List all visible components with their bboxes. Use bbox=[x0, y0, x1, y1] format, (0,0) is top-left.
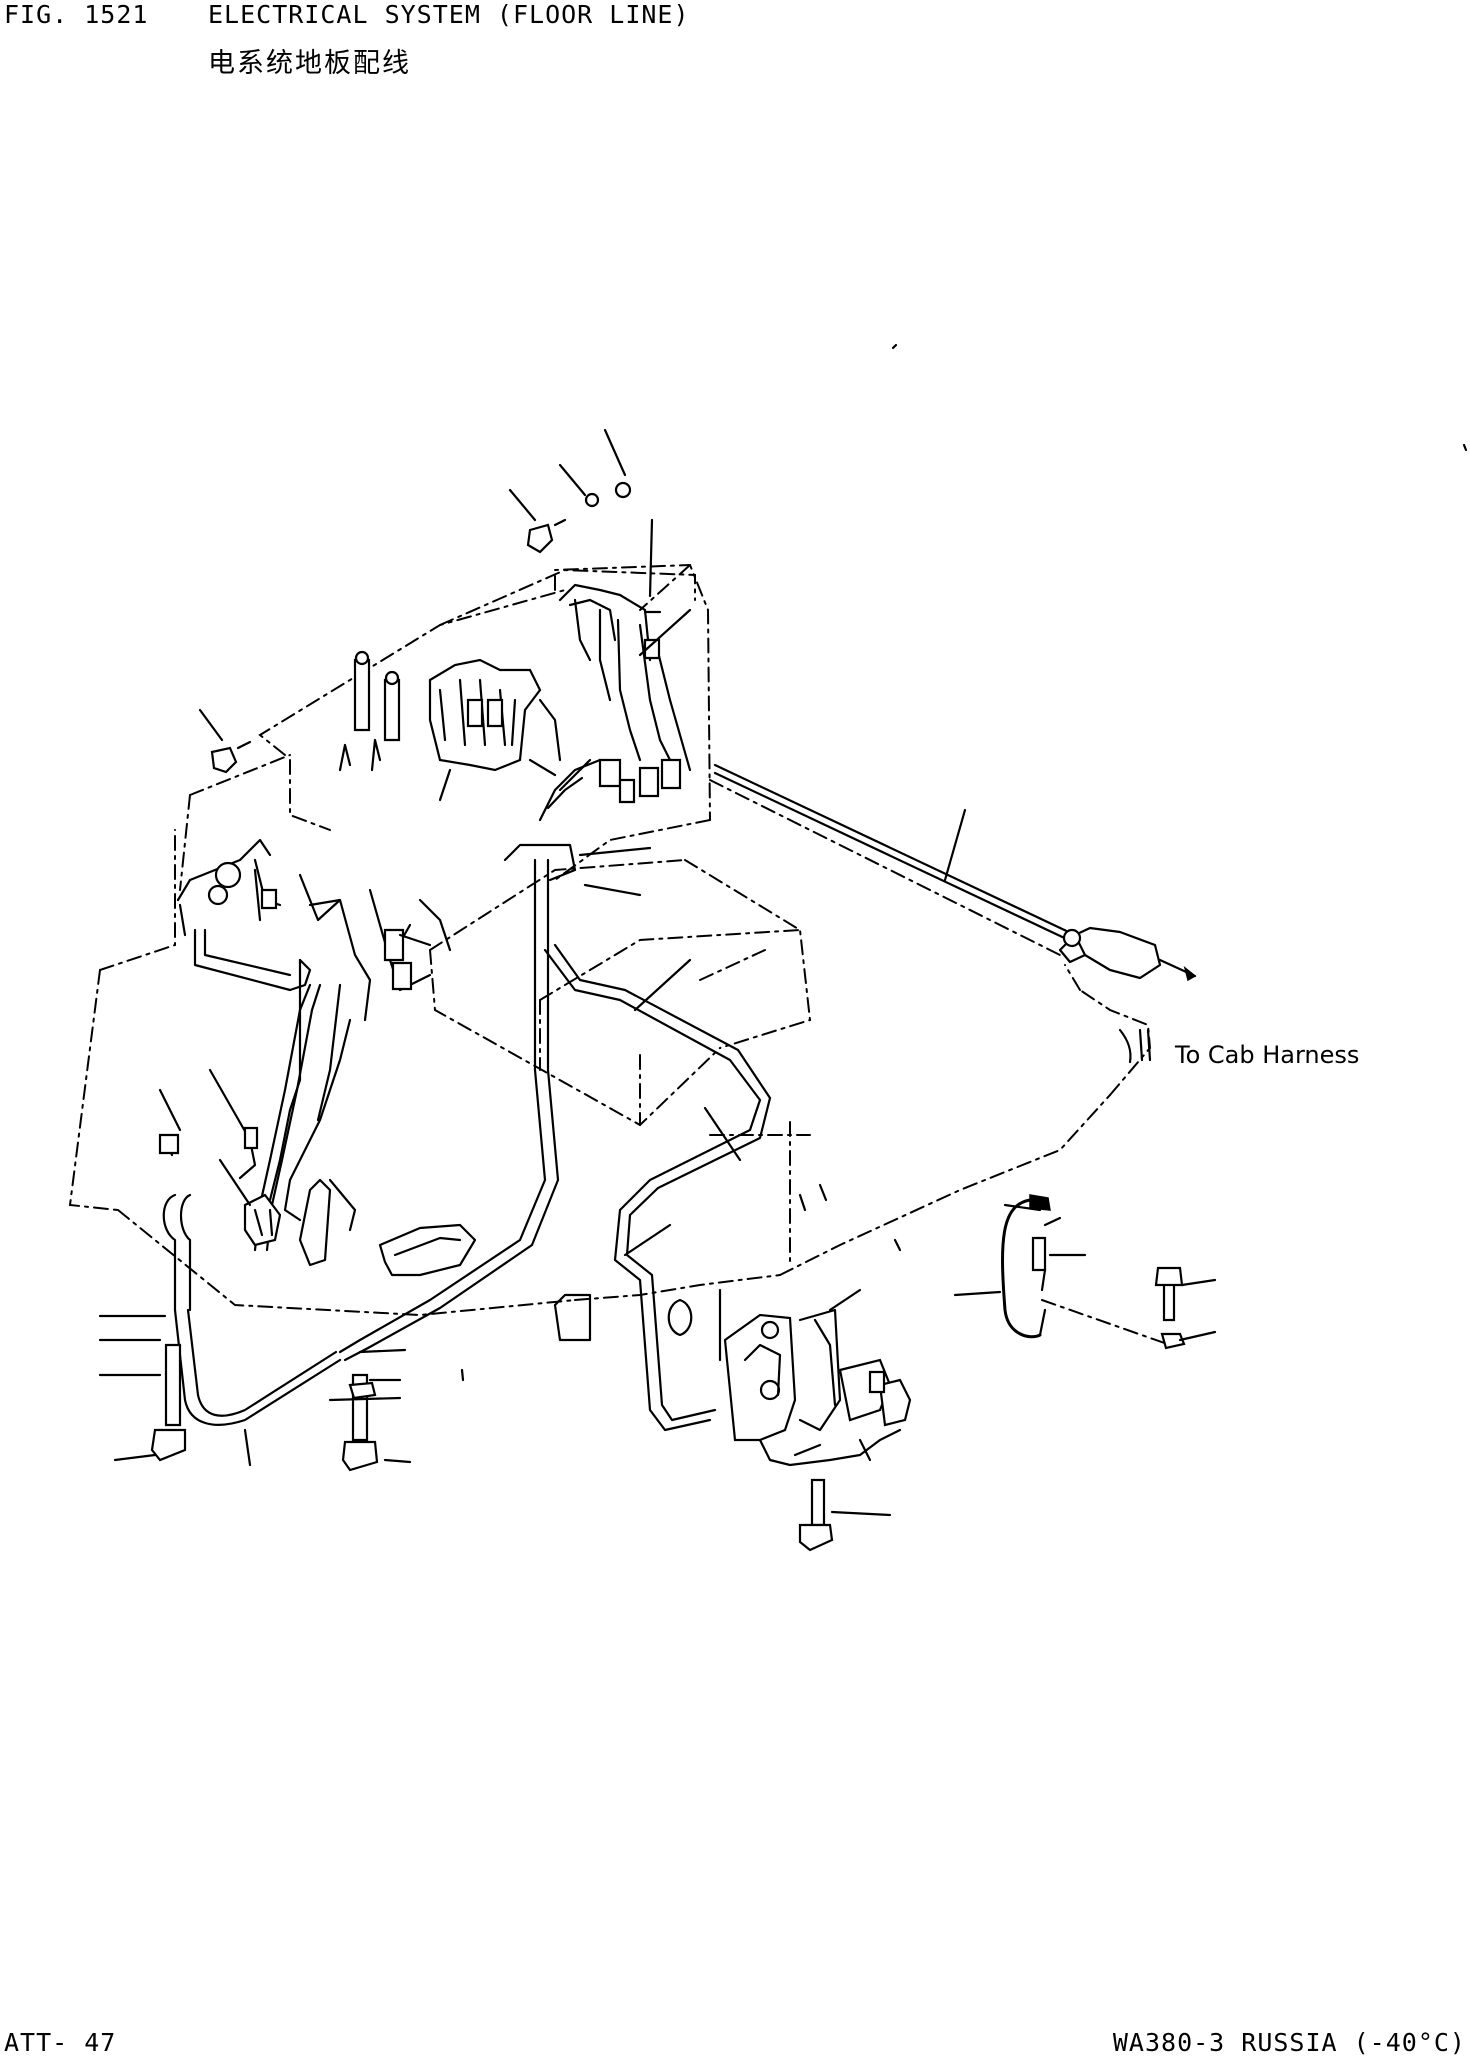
connector-icon bbox=[393, 963, 411, 989]
bolt-head-icon bbox=[152, 1430, 185, 1460]
connector-icon bbox=[216, 863, 240, 887]
figure-subtitle: 电系统地板配线 bbox=[208, 48, 411, 79]
relay-icon bbox=[600, 760, 620, 786]
main-harness bbox=[164, 760, 770, 1430]
figure-number: FIG. 1521 bbox=[4, 0, 149, 29]
pin-head-icon bbox=[386, 672, 398, 684]
washer-icon bbox=[1162, 1334, 1184, 1348]
leader-lines bbox=[255, 610, 900, 1255]
cab-harness-label: To Cab Harness bbox=[1174, 1041, 1359, 1069]
lower-left-hardware bbox=[100, 1316, 463, 1470]
left-floor-connector bbox=[160, 1070, 280, 1245]
bolt-icon bbox=[1033, 1238, 1045, 1270]
pin-head-icon bbox=[356, 652, 368, 664]
bolt-head-icon bbox=[1156, 1268, 1182, 1285]
bottom-bolt bbox=[800, 1480, 890, 1550]
floor-plate-outline bbox=[70, 830, 1150, 1315]
cab-harness-callout: To Cab Harness bbox=[1120, 1030, 1359, 1069]
relay-icon bbox=[662, 760, 680, 788]
connector-icon bbox=[762, 1322, 778, 1338]
connector-icon bbox=[385, 930, 403, 960]
center-console-box bbox=[430, 860, 810, 1125]
connector-icon bbox=[761, 1381, 779, 1399]
right-relay-cluster bbox=[560, 520, 690, 802]
relay-icon bbox=[640, 768, 658, 796]
washer-icon bbox=[586, 494, 598, 506]
connector-icon bbox=[209, 886, 227, 904]
top-hardware bbox=[200, 430, 630, 772]
relay-block bbox=[340, 652, 560, 775]
relay-pin bbox=[355, 660, 369, 730]
relay-icon bbox=[620, 780, 634, 802]
model-label: WA380-3 RUSSIA (-40°C) bbox=[1112, 2028, 1466, 2057]
clip-icon bbox=[160, 1135, 178, 1153]
rear-cable bbox=[710, 765, 1195, 980]
washer-icon bbox=[350, 1383, 375, 1398]
fuse-icon bbox=[488, 700, 502, 726]
grommet-icon bbox=[212, 748, 236, 772]
relay-icon bbox=[870, 1372, 884, 1392]
bolt-head-icon bbox=[343, 1442, 377, 1470]
connector-icon bbox=[262, 890, 276, 908]
left-console-box bbox=[180, 570, 695, 890]
left-control-panel bbox=[178, 840, 450, 990]
bolt-head-icon bbox=[800, 1525, 832, 1550]
page-id: ATT- 47 bbox=[4, 2028, 117, 2057]
relay-pin bbox=[385, 680, 399, 740]
grommet-icon bbox=[528, 525, 552, 552]
right-bracket-assembly bbox=[955, 1195, 1215, 1348]
washer-icon bbox=[616, 483, 630, 497]
specks bbox=[893, 345, 1466, 450]
figure-title: ELECTRICAL SYSTEM (FLOOR LINE) bbox=[208, 0, 690, 29]
connector-icon bbox=[645, 640, 659, 658]
fuse-icon bbox=[468, 700, 482, 726]
connector-icon bbox=[1064, 930, 1080, 946]
lower-right-relay-box bbox=[725, 1290, 910, 1465]
bolt-icon bbox=[812, 1480, 824, 1525]
bolt-icon bbox=[166, 1345, 180, 1425]
clip-icon bbox=[245, 1128, 257, 1148]
floor-cutouts bbox=[300, 1180, 826, 1360]
